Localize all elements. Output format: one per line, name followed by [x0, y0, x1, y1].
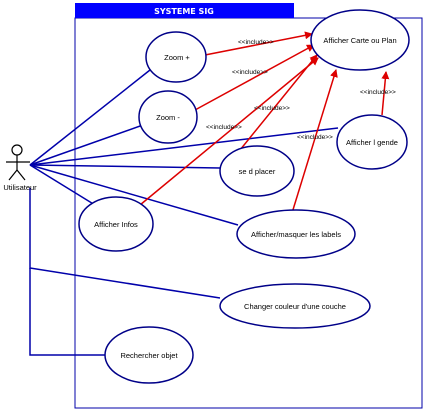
- include-afficher-infos: [139, 57, 319, 206]
- assoc-rechercher: [29, 268, 105, 356]
- usecase-afficher-legende[interactable]: [336, 114, 408, 170]
- actor-leg-left: [8, 169, 18, 181]
- usecase-label-rechercher: Rechercher objet: [120, 351, 178, 360]
- usecase-rechercher[interactable]: [104, 326, 194, 384]
- assoc-afficher-legende: [29, 127, 339, 166]
- usecase-zoom-plus[interactable]: [145, 31, 207, 83]
- use-cases: [78, 9, 410, 384]
- usecase-zoom-minus[interactable]: [138, 90, 198, 144]
- assoc-zoom-plus: [29, 69, 151, 166]
- include-zoom-plus: [204, 31, 313, 56]
- usecase-afficher-carte[interactable]: [310, 9, 410, 71]
- include-label-zoom-minus: <<include>>: [232, 69, 268, 76]
- include-label-zoom-plus: <<include>>: [238, 39, 274, 46]
- assoc-afficher-infos: [29, 164, 96, 206]
- include-afficher-legende: [381, 71, 390, 116]
- usecase-label-afficher-infos: Afficher Infos: [94, 220, 138, 229]
- include-label-deplacer: <<include>>: [254, 105, 290, 112]
- system-title-bar: [75, 3, 294, 18]
- usecase-label-changer-couleur: Changer couleur d'une couche: [244, 302, 346, 311]
- include-label-afficher-labels: <<include>>: [297, 134, 333, 141]
- actor-leg-right: [16, 169, 26, 181]
- usecase-label-zoom-plus: Zoom +: [164, 53, 190, 62]
- usecase-deplacer[interactable]: [219, 145, 295, 197]
- include-label-afficher-legende: <<include>>: [360, 89, 396, 96]
- include-relations: [139, 31, 390, 214]
- assoc-deplacer: [29, 164, 221, 169]
- usecase-afficher-infos[interactable]: [78, 196, 154, 252]
- system-title: SYSTEME SIG: [154, 7, 214, 16]
- assoc-afficher-labels: [29, 164, 239, 226]
- usecase-label-afficher-carte: Afficher Carte ou Plan: [323, 36, 396, 45]
- include-deplacer: [239, 54, 318, 151]
- associations: [29, 69, 339, 356]
- assoc-zoom-minus: [29, 124, 144, 166]
- actor-head: [11, 144, 23, 156]
- usecase-label-deplacer: se d placer: [239, 167, 276, 176]
- use-case-labels: Afficher Carte ou Plan Zoom + Zoom - Aff…: [94, 36, 398, 360]
- include-zoom-minus: [194, 44, 315, 111]
- actor-label: Utilisateur: [3, 183, 37, 192]
- usecase-label-zoom-minus: Zoom -: [156, 113, 180, 122]
- usecase-label-afficher-legende: Afficher l gende: [346, 138, 398, 147]
- include-afficher-labels: [291, 69, 338, 214]
- usecase-label-afficher-labels: Afficher/masquer les labels: [251, 230, 341, 239]
- actor-utilisateur[interactable]: [6, 144, 30, 181]
- include-label-afficher-infos: <<include>>: [206, 124, 242, 131]
- usecase-afficher-labels[interactable]: [236, 209, 356, 259]
- usecase-changer-couleur[interactable]: [219, 283, 371, 329]
- include-labels: <<include>> <<include>> <<include>> <<in…: [206, 39, 396, 141]
